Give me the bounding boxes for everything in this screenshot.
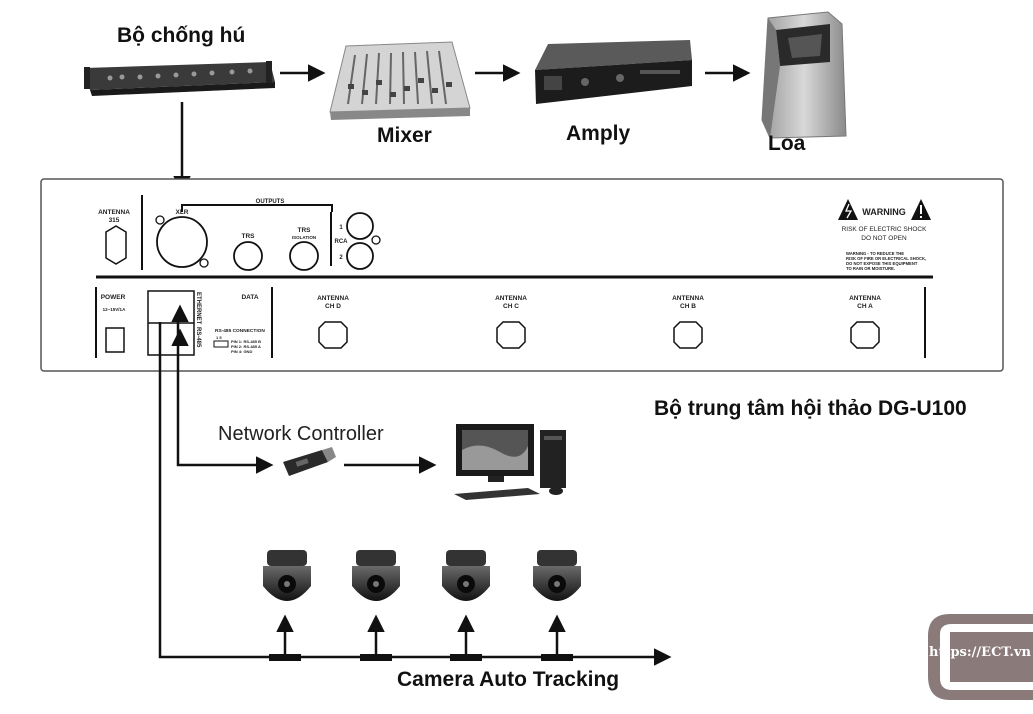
antenna-cha-label-1: ANTENNA: [849, 295, 881, 302]
amplifier-icon: [535, 40, 692, 104]
rs485-port-label: RS-485: [195, 327, 201, 348]
mixer-icon: [329, 41, 471, 120]
antenna-chd-label-1: ANTENNA: [317, 295, 349, 302]
antenna-chc-label-2: CH C: [503, 303, 519, 310]
connection-arrows: [173, 64, 751, 194]
rca-1-label: 1: [339, 225, 343, 231]
antenna-cha-label-2: CH A: [857, 303, 873, 310]
camera-tracking-label: Camera Auto Tracking: [397, 668, 620, 691]
amply-label: Amply: [566, 122, 631, 145]
dome-camera-icon: [263, 550, 581, 601]
trs-iso-label-1: TRS: [298, 227, 312, 234]
warning-line-1: RISK OF ELECTRIC SHOCK: [842, 226, 928, 233]
network-controller-label: Network Controller: [218, 423, 384, 445]
trs-label: TRS: [242, 233, 256, 240]
pin-line-3: PIN 4: GND: [231, 349, 252, 354]
pin-line-0: 1 5: [216, 335, 222, 340]
antenna-chb-label-2: CH B: [680, 303, 696, 310]
xlr-label: XLR: [176, 209, 189, 216]
speaker-label: Loa: [768, 132, 806, 155]
antenna-315-label-2: 315: [109, 217, 120, 224]
warning-note-1: RISK OF FIRE OR ELECTRICAL SHOCK,: [846, 256, 926, 261]
anti-feedback-label: Bộ chống hú: [117, 24, 246, 47]
pin-line-1: PIN 1: RS-485 B: [231, 339, 261, 344]
central-unit-panel: [40, 178, 1004, 372]
mixer-label: Mixer: [377, 124, 432, 147]
logo-url-text: https://ECT.vn: [929, 645, 1031, 660]
power-label: POWER: [101, 294, 126, 301]
ect-logo: [928, 614, 1033, 700]
port-connections: [158, 304, 672, 666]
antenna-chb-label-1: ANTENNA: [672, 295, 704, 302]
ethernet-label: ETHERNET: [195, 292, 201, 325]
rca-2-label: 2: [339, 255, 343, 261]
computer-icon: [454, 424, 566, 500]
camera-bus-connectors: [269, 654, 573, 661]
speaker-icon: [761, 11, 847, 139]
antenna-chd-label-2: CH D: [325, 303, 341, 310]
antenna-chc-label-1: ANTENNA: [495, 295, 527, 302]
usb-dongle-icon: [283, 447, 336, 476]
outputs-label: OUTPUTS: [256, 199, 285, 205]
trs-iso-label-2: ISOLATION: [292, 235, 316, 240]
power-spec-label: 12~15V/1A: [103, 307, 126, 312]
panel-text: ANTENNA 315 OUTPUTS XLR TRS TRS ISOLATIO…: [98, 199, 927, 354]
warning-line-2: DO NOT OPEN: [861, 235, 907, 242]
rack-unit-icon: [84, 61, 275, 96]
warning-note-2: DO NOT EXPOSE THIS EQUIPMENT: [846, 261, 918, 266]
pin-line-2: PIN 2: RS-485 A: [231, 344, 261, 349]
antenna-315-label-1: ANTENNA: [98, 209, 130, 216]
rca-label: RCA: [335, 239, 349, 245]
rs485-connection-label: RS-485 CONNECTION: [215, 328, 265, 334]
data-label: DATA: [241, 294, 258, 301]
warning-note-0: WARNING - TO REDUCE THE: [846, 251, 904, 256]
central-unit-label: Bộ trung tâm hội thảo DG-U100: [654, 397, 967, 420]
warning-note-3: TO RAIN OR MOISTURE.: [846, 266, 895, 271]
warning-title: WARNING: [862, 207, 906, 217]
camera-arrows: [276, 614, 566, 655]
warning-triangle-icon: [838, 199, 931, 220]
